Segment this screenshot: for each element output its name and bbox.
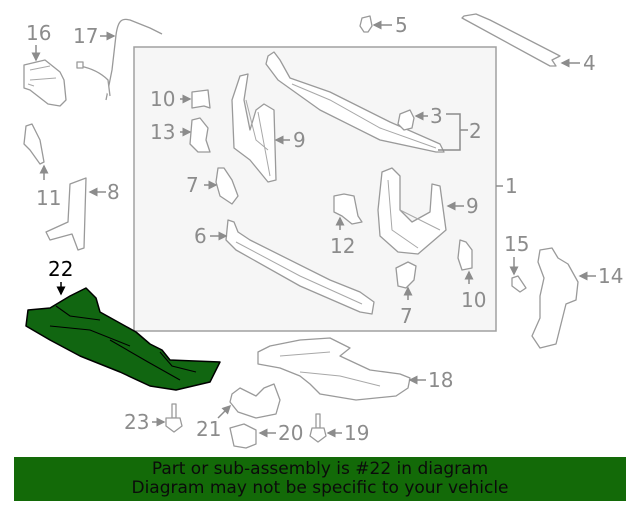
- callout-15[interactable]: 15: [504, 232, 529, 256]
- info-banner: Part or sub-assembly is #22 in diagram D…: [14, 457, 626, 501]
- callout-8[interactable]: 8: [107, 180, 120, 204]
- callout-20[interactable]: 20: [278, 421, 303, 445]
- part-5-clip[interactable]: [359, 15, 373, 33]
- callout-16[interactable]: 16: [26, 21, 51, 45]
- banner-line-2: Diagram may not be specific to your vehi…: [131, 478, 509, 498]
- part-7-side-bracket-right[interactable]: [395, 261, 417, 289]
- part-10-seal-pad-upper[interactable]: [191, 89, 211, 109]
- part-12-reinforcement-bracket[interactable]: [333, 193, 363, 225]
- part-21-mount[interactable]: [229, 383, 281, 419]
- banner-line-1: Part or sub-assembly is #22 in diagram: [151, 459, 489, 479]
- callout-9-right[interactable]: 9: [466, 194, 479, 218]
- callout-9-left[interactable]: 9: [293, 128, 306, 152]
- callout-19[interactable]: 19: [344, 421, 369, 445]
- callout-5[interactable]: 5: [395, 13, 408, 37]
- leader-2-bracket: [446, 113, 468, 151]
- callout-3[interactable]: 3: [430, 104, 443, 128]
- leader-21: [217, 404, 232, 419]
- part-20-bracket-small[interactable]: [229, 423, 257, 449]
- callout-1[interactable]: 1: [505, 174, 518, 198]
- callout-14[interactable]: 14: [598, 264, 623, 288]
- parts-diagram: 16 17 11 8 10 13 7 9: [23, 13, 623, 449]
- part-2-upper-support[interactable]: [265, 51, 445, 153]
- callout-22[interactable]: 22: [48, 257, 73, 281]
- callout-13[interactable]: 13: [150, 120, 175, 144]
- part-4-seal[interactable]: [461, 13, 561, 67]
- callout-7-left[interactable]: 7: [186, 173, 199, 197]
- part-15-push-clip[interactable]: [511, 275, 527, 293]
- callout-11[interactable]: 11: [36, 186, 61, 210]
- callout-4[interactable]: 4: [583, 51, 596, 75]
- part-9-side-support-left[interactable]: [231, 73, 277, 183]
- callout-10-upper[interactable]: 10: [150, 87, 175, 111]
- part-13-guide[interactable]: [189, 117, 211, 153]
- part-10-seal-pad-lower[interactable]: [457, 239, 473, 271]
- callout-17[interactable]: 17: [73, 24, 98, 48]
- part-18-under-cover[interactable]: [257, 337, 411, 401]
- part-6-lower-support[interactable]: [225, 219, 375, 315]
- callout-21[interactable]: 21: [196, 417, 221, 441]
- callout-6[interactable]: 6: [194, 224, 207, 248]
- callout-2[interactable]: 2: [469, 119, 482, 143]
- callout-18[interactable]: 18: [428, 368, 453, 392]
- part-19-bolt[interactable]: [309, 413, 327, 443]
- part-23-bolt[interactable]: [165, 403, 183, 433]
- callout-7-right[interactable]: 7: [400, 304, 413, 328]
- callout-12[interactable]: 12: [330, 234, 355, 258]
- part-14-deflector[interactable]: [531, 247, 579, 349]
- callout-10-lower[interactable]: 10: [461, 288, 486, 312]
- part-9-side-support-right[interactable]: [377, 167, 447, 255]
- part-17-wiring-harness[interactable]: [76, 18, 163, 101]
- part-22-engine-under-cover[interactable]: [25, 287, 221, 391]
- part-16-control-module[interactable]: [23, 59, 67, 107]
- part-8-side-panel[interactable]: [45, 177, 87, 251]
- part-3-bracket[interactable]: [397, 109, 415, 131]
- part-11-bracket[interactable]: [23, 123, 45, 165]
- callout-23[interactable]: 23: [124, 410, 149, 434]
